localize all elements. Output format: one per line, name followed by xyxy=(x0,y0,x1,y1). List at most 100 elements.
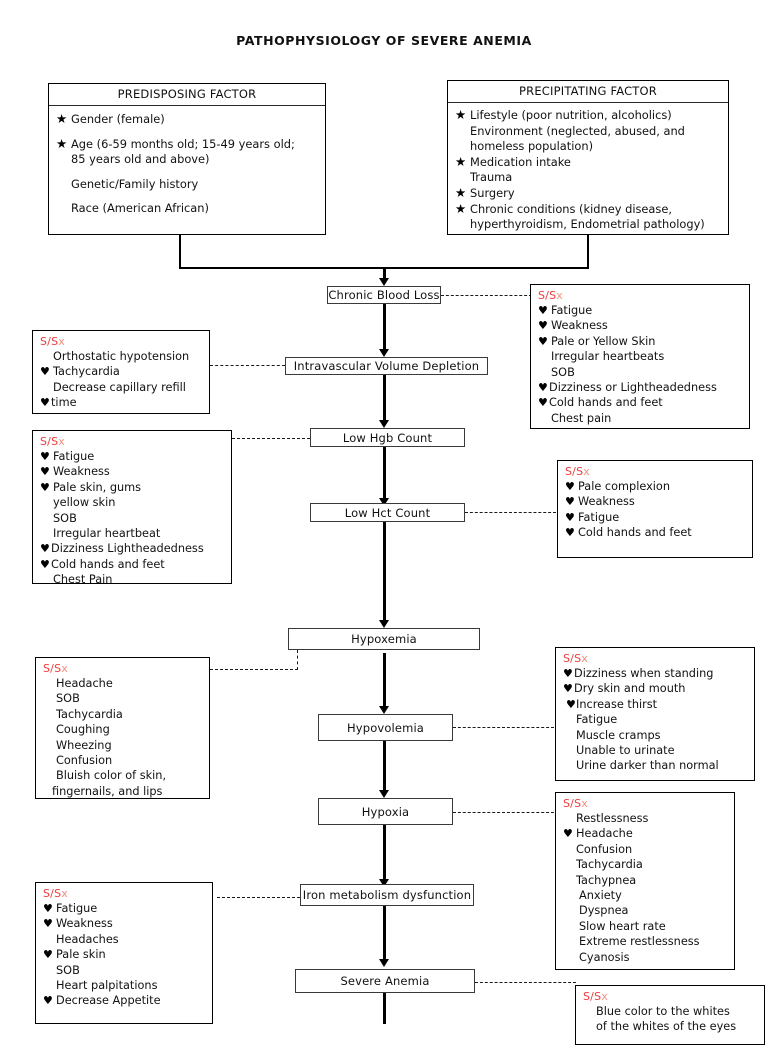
ssx-item: Dry skin and mouth xyxy=(574,682,686,696)
ssx-item: Headaches xyxy=(56,932,119,946)
node-intravascular-volume-depletion-label: Intravascular Volume Depletion xyxy=(293,359,480,373)
ssx-item: Fatigue xyxy=(56,902,98,915)
ssx-item: Blue color to the whites xyxy=(596,1005,730,1018)
node-severe-anemia-label: Severe Anemia xyxy=(340,974,430,988)
ssx-item: Restlessness xyxy=(576,812,649,825)
dash-hypoxemia-to-ssx xyxy=(210,669,298,670)
predisposing-factor-header: PREDISPOSING FACTOR xyxy=(49,84,325,106)
arrowhead-hypoxemia xyxy=(379,620,389,628)
predisposing-item-0: Gender (female) xyxy=(71,112,165,126)
star-icon: ★ xyxy=(56,111,68,126)
heart-icon: ♥ xyxy=(563,667,573,680)
arrowhead-chronic-blood-loss xyxy=(379,278,389,286)
ssx-item: Fatigue xyxy=(53,450,95,463)
node-iron-metabolism-dysfunction[interactable]: Iron metabolism dysfunction xyxy=(300,884,474,906)
node-low-hct-count-label: Low Hct Count xyxy=(344,505,431,520)
ssx-item: Tachycardia xyxy=(576,858,643,872)
node-hypoxia[interactable]: Hypoxia xyxy=(318,798,453,825)
node-hypoxia-label: Hypoxia xyxy=(361,804,410,819)
dash-iron-to-ssx xyxy=(217,897,300,898)
node-hypoxemia[interactable]: Hypoxemia xyxy=(288,628,480,650)
ssx-item: Fatigue xyxy=(578,510,620,524)
ssx-item: Cold hands and feet xyxy=(578,526,692,540)
ssx-item: Orthostatic hypotension xyxy=(53,350,190,363)
ssx-item: Extreme restlessness xyxy=(579,935,700,949)
predisposing-item-4: Race (American African) xyxy=(71,201,209,216)
precipitating-item-1: Environment (neglected, abused, and xyxy=(470,123,685,138)
ssx-item: Chest pain xyxy=(551,411,612,425)
heart-icon: ♥ xyxy=(43,917,53,931)
arrowhead-low-hgb xyxy=(379,420,389,428)
ssx-item: Confusion xyxy=(576,842,633,856)
heart-icon: ♥ xyxy=(538,319,548,333)
ssx-item: Weakness xyxy=(53,465,110,479)
ssx-item: Pale skin, gums xyxy=(53,480,142,494)
node-chronic-blood-loss[interactable]: Chronic Blood Loss xyxy=(327,286,441,304)
precipitating-item-4: Trauma xyxy=(470,170,513,185)
connector-cbl-to-ivd xyxy=(383,304,386,351)
ssx-item: Increase thirst xyxy=(576,697,658,711)
node-low-hct-count[interactable]: Low Hct Count xyxy=(310,503,465,522)
ssx-item: Bluish color of skin, xyxy=(56,769,167,783)
page-title: PATHOPHYSIOLOGY OF SEVERE ANEMIA xyxy=(236,33,532,48)
dash-hypoxia-to-ssx xyxy=(453,812,554,813)
ssx-item: Chest Pain xyxy=(53,573,113,587)
node-intravascular-volume-depletion[interactable]: Intravascular Volume Depletion xyxy=(285,357,488,375)
precipitating-factor-box: PRECIPITATING FACTOR ★Lifestyle (poor nu… xyxy=(447,80,729,235)
node-low-hgb-count[interactable]: Low Hgb Count xyxy=(310,428,465,447)
connector-hypoxemia-to-hypovolemia xyxy=(383,653,386,708)
star-icon: ★ xyxy=(56,135,68,151)
ssx-item: Muscle cramps xyxy=(576,728,661,742)
connector-severe-anemia-down xyxy=(383,993,386,1024)
connector-predisposing-down xyxy=(179,235,181,269)
ssx-box-chronic-blood-loss: S/Sx ♥Fatigue ♥Weakness ♥Pale or Yellow … xyxy=(530,284,750,429)
node-severe-anemia[interactable]: Severe Anemia xyxy=(295,969,475,993)
arrowhead-ivd xyxy=(379,349,389,357)
node-hypoxemia-label: Hypoxemia xyxy=(351,632,417,646)
star-icon: ★ xyxy=(455,153,467,169)
ssx-item: Irregular heartbeat xyxy=(53,527,161,541)
ssx-item: Slow heart rate xyxy=(579,919,666,933)
heart-icon: ♥ xyxy=(40,480,50,494)
heart-icon: ♥ xyxy=(565,526,575,540)
dash-severe-anemia-to-ssx xyxy=(475,982,576,983)
ssx-item: Irregular heartbeats xyxy=(551,350,665,364)
dash-ivd-to-ssx xyxy=(210,365,285,366)
precipitating-item-2: homeless population) xyxy=(470,139,594,154)
connector-iron-to-severe-anemia xyxy=(383,906,386,961)
ssx-item: of the whites of the eyes xyxy=(596,1020,737,1034)
ssx-box-hypoxemia: S/Sx Headache SOB Tachycardia Coughing W… xyxy=(35,657,210,799)
heart-icon: ♥ xyxy=(538,334,548,348)
heart-icon: ♥ xyxy=(565,510,575,524)
connector-hct-to-hypoxemia xyxy=(383,522,386,622)
heart-icon: ♥ xyxy=(565,480,575,493)
ssx-label: S/Sx xyxy=(563,652,588,665)
heart-icon: ♥ xyxy=(43,994,53,1008)
heart-icon: ♥ xyxy=(566,697,576,711)
ssx-item: Dyspnea xyxy=(579,904,629,918)
ssx-item: Heart palpitations xyxy=(56,979,158,993)
precipitating-item-5: Surgery xyxy=(470,185,515,200)
connector-merge-to-chronic-blood-loss xyxy=(383,267,386,281)
heart-icon: ♥ xyxy=(40,557,50,571)
ssx-item: SOB xyxy=(53,511,77,525)
ssx-item: Decrease Appetite xyxy=(56,994,161,1008)
connector-precipitating-down xyxy=(587,235,589,269)
predisposing-item-3: Genetic/Family history xyxy=(71,176,199,191)
predisposing-factor-list: ★Gender (female) ★Age (6-59 months old; … xyxy=(49,106,325,223)
ssx-item: Dizziness Lightheadedness xyxy=(51,542,204,556)
connector-hypoxia-to-iron xyxy=(383,825,386,881)
node-low-hgb-count-label: Low Hgb Count xyxy=(342,430,433,445)
ssx-label: S/Sx xyxy=(563,797,588,810)
dash-hypovolemia-to-ssx xyxy=(453,727,554,728)
heart-icon: ♥ xyxy=(40,465,50,479)
ssx-item: Cold hands and feet xyxy=(51,557,165,571)
ssx-item: Decrease capillary refill xyxy=(53,380,186,394)
node-hypovolemia[interactable]: Hypovolemia xyxy=(318,714,453,741)
ssx-label: S/Sx xyxy=(565,465,590,478)
ssx-box-low-hgb-count: S/Sx ♥Fatigue ♥Weakness ♥Pale skin, gums… xyxy=(32,430,232,587)
arrowhead-low-hct xyxy=(379,498,389,506)
predisposing-item-1: Age (6-59 months old; 15-49 years old; xyxy=(71,136,295,151)
ssx-label: S/Sx xyxy=(43,662,68,675)
heart-icon: ♥ xyxy=(43,948,53,962)
